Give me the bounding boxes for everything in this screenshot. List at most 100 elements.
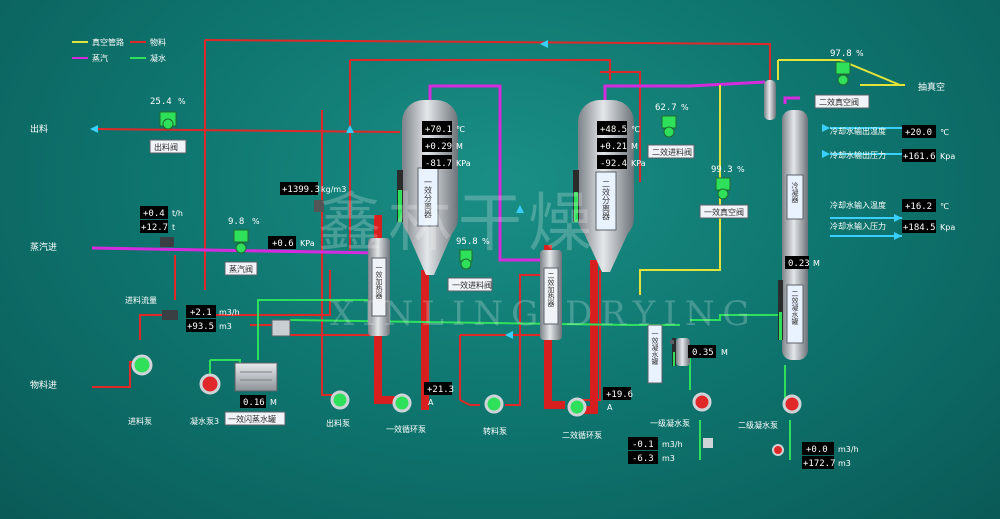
water-pump-2[interactable]: 二级凝水泵 <box>738 394 802 430</box>
water1-flow: -0.1 <box>632 440 654 450</box>
legend-material: 物料 <box>150 37 166 47</box>
effect1-temp: +70.1 <box>425 125 452 135</box>
steam-total: +12.7 <box>141 223 168 233</box>
steam-total-unit: t <box>172 223 175 232</box>
cooling-in-temp: +16.2 <box>905 202 932 212</box>
discharge-valve-label: 出料阀 <box>154 142 178 152</box>
steam-pressure: +0.6 <box>272 239 294 249</box>
condenser-level-box <box>785 256 809 269</box>
discharge-valve[interactable]: 25.4 % 出料阀 <box>149 97 187 154</box>
circulation-pump-1-label: 一效循环泵 <box>386 424 426 434</box>
cooling-out-press: +161.6 <box>903 152 936 162</box>
effect2-vacuum-valve-label: 二效真空阀 <box>819 97 859 107</box>
discharge-valve-unit: % <box>178 97 186 106</box>
feed-flow-readouts: 进料流量 +2.1 m3/h +93.5 m3 <box>125 295 240 332</box>
watermark-en: XINLING DRYING <box>330 294 758 334</box>
gas-separator[interactable] <box>764 80 776 120</box>
legend-steam: 蒸汽 <box>92 53 108 63</box>
discharge-pump-label: 出料泵 <box>326 418 350 428</box>
density-meter <box>314 200 324 212</box>
feed-total-unit: m3 <box>219 322 232 331</box>
effect2-heater-label: 二效加热器 <box>547 272 555 308</box>
preheater[interactable] <box>271 319 291 337</box>
condenser[interactable]: 冷凝器 二效凝水罐 <box>778 110 808 360</box>
condenser-level-unit: M <box>813 259 820 268</box>
feed-flow-label: 进料流量 <box>125 295 157 305</box>
circulation-pump-2[interactable]: 二效循环泵 <box>562 397 602 440</box>
feed-pump[interactable]: 进料泵 <box>128 354 153 426</box>
effect1-feed-valve[interactable]: 95.8 % 一效进料阀 <box>447 237 493 292</box>
condensate-tank1-label: 一效凝水罐 <box>651 330 659 366</box>
cooling-in-temp-label: 冷却水输入温度 <box>830 200 886 210</box>
effect1-readouts: +70.1 ℃ +0.29 M -81.7 KPa <box>422 121 471 169</box>
water2-flow: +0.0 <box>806 445 828 455</box>
effect1-press-unit: KPa <box>456 159 471 168</box>
effect2-vacuum-valve-pct: 97.8 <box>830 49 852 59</box>
legend-water: 凝水 <box>150 53 166 63</box>
water-pump-3[interactable]: 凝水泵3 <box>190 373 221 426</box>
effect1-feed-valve-pct: 95.8 <box>456 237 478 247</box>
effect2-feed-valve-unit: % <box>681 103 689 112</box>
water2-flow-readouts: +0.0 m3/h +172.7 m3 <box>802 442 859 469</box>
discharge-valve-pct: 25.4 <box>150 97 172 107</box>
water1-total: -6.3 <box>632 454 654 464</box>
effect1-vacuum-valve-pct: 99.3 <box>711 165 733 175</box>
condenser-level: 0.23 <box>788 259 810 269</box>
feed-flow: +2.1 <box>190 308 212 318</box>
transfer-pump-label: 转料泵 <box>483 426 507 436</box>
discharge-pump[interactable]: 出料泵 <box>326 390 350 428</box>
cooling-water-readouts: 冷却水输出温度 +20.0 ℃ 冷却水输出压力 +161.6 Kpa 冷却水输入… <box>830 125 955 233</box>
effect1-vacuum-valve[interactable]: 99.3 % 一效真空阀 <box>699 165 749 219</box>
vacuum-outlet-label: 抽真空 <box>918 81 945 93</box>
water1-flow-readouts: -0.1 m3/h -6.3 m3 <box>628 437 683 464</box>
effect1-level: +0.29 <box>425 142 452 152</box>
tank1-level-box <box>688 345 716 358</box>
feed-flow-unit: m3/h <box>219 308 240 317</box>
cooling-in-press: +184.5 <box>903 223 936 233</box>
steam-valve-pct: 9.8 <box>228 217 244 227</box>
circ2-current-value: +19.6 <box>606 390 633 400</box>
cooling-in-press-label: 冷却水输入压力 <box>830 221 886 231</box>
effect1-feed-valve-unit: % <box>482 237 490 246</box>
cooling-out-temp: +20.0 <box>905 128 932 138</box>
flash-tank[interactable] <box>234 362 278 392</box>
steam-valve[interactable]: 9.8 % 蒸汽阀 <box>224 217 260 276</box>
steam-flow-unit: t/h <box>172 209 183 218</box>
effect2-name: 二效分离器 <box>602 180 611 221</box>
tank1-level: 0.35 <box>692 348 714 358</box>
water-pump-2-label: 二级凝水泵 <box>738 420 778 430</box>
legend: 真空管路 物料 蒸汽 凝水 <box>72 37 166 63</box>
flash-tank-level-unit: M <box>270 398 277 407</box>
water2-flow-unit: m3/h <box>838 445 859 454</box>
effect2-heater[interactable]: 二效加热器 <box>540 250 562 340</box>
water2-total: +172.7 <box>803 459 836 469</box>
transfer-pump[interactable]: 转料泵 <box>483 394 507 436</box>
circ1-current: +21.3 A <box>424 382 454 407</box>
legend-vacuum: 真空管路 <box>92 37 124 47</box>
water1-flowmeter <box>703 438 713 448</box>
cooling-out-temp-label: 冷却水输出温度 <box>830 126 886 136</box>
effect1-heater[interactable]: 一效加热器 <box>368 238 390 336</box>
circulation-pump-1[interactable]: 一效循环泵 <box>386 393 426 434</box>
steam-inlet-label: 蒸汽进 <box>30 241 57 253</box>
cooling-pipes <box>830 127 902 237</box>
water2-valve-icon[interactable] <box>772 444 784 456</box>
water-pump-1[interactable]: 一级凝水泵 <box>650 392 712 428</box>
cooling-out-press-label: 冷却水输出压力 <box>830 150 886 160</box>
water1-total-unit: m3 <box>662 454 675 463</box>
watermark-cn: 鑫林干燥 <box>318 187 598 261</box>
effect2-feed-valve[interactable]: 62.7 % 二效进料阀 <box>647 103 695 159</box>
effect2-separator[interactable]: 二效分离器 <box>573 100 634 272</box>
discharge-outlet-label: 出料 <box>30 123 48 135</box>
material-pipes <box>92 39 771 406</box>
effect2-level-unit: M <box>631 142 638 151</box>
circulation-pump-2-label: 二效循环泵 <box>562 430 602 440</box>
water1-flow-unit: m3/h <box>662 440 683 449</box>
condensate-tank1[interactable]: 一效凝水罐 <box>647 324 690 384</box>
density-unit: kg/m3 <box>321 185 346 194</box>
water2-total-unit: m3 <box>838 459 851 468</box>
steam-flow-readouts: +0.4 t/h +12.7 t +0.6 KPa <box>140 206 315 249</box>
effect2-vacuum-valve[interactable]: 97.8 % 二效真空阀 <box>814 49 870 109</box>
